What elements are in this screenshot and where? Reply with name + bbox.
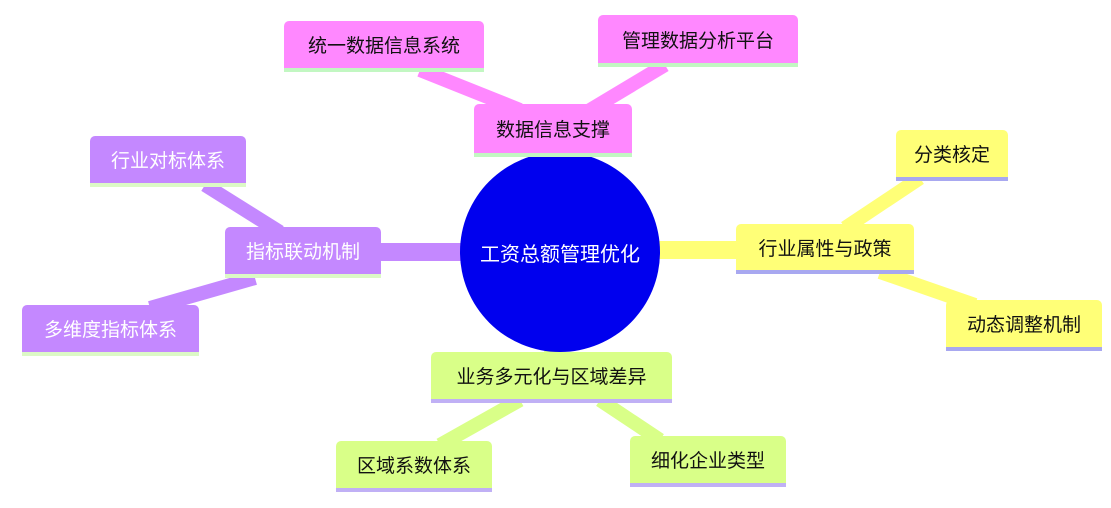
node-label: 管理数据分析平台 <box>621 29 774 52</box>
node-business-diversity[interactable]: 业务多元化与区域差异 <box>431 352 672 403</box>
root-label: 工资总额管理优化 <box>480 241 640 266</box>
node-region-coefficient[interactable]: 区域系数体系 <box>336 441 492 492</box>
edge-indicator-multidim <box>148 271 257 315</box>
node-label: 指标联动机制 <box>245 241 360 263</box>
edge-industry-classify <box>841 172 924 234</box>
node-label: 业务多元化与区域差异 <box>456 366 647 388</box>
node-label: 细化企业类型 <box>650 450 765 472</box>
edge-indicator-benchmark <box>201 179 284 238</box>
edge-data-platform <box>586 58 669 117</box>
node-indicator-linkage[interactable]: 指标联动机制 <box>225 227 381 278</box>
node-classify[interactable]: 分类核定 <box>896 130 1008 181</box>
edge-industry-dynamic <box>877 265 978 312</box>
node-label: 统一数据信息系统 <box>307 35 460 57</box>
edge-business-region <box>436 393 524 452</box>
edge-data-unified <box>417 63 523 117</box>
node-dynamic-adjust[interactable]: 动态调整机制 <box>946 300 1102 351</box>
node-label: 区域系数体系 <box>356 455 471 477</box>
root-node[interactable]: 工资总额管理优化 <box>460 152 660 352</box>
node-enterprise-type[interactable]: 细化企业类型 <box>630 436 786 487</box>
node-label: 动态调整机制 <box>966 314 1081 336</box>
node-industry-policy[interactable]: 行业属性与政策 <box>736 224 914 274</box>
node-industry-benchmark[interactable]: 行业对标体系 <box>90 136 246 187</box>
edge-business-type <box>596 394 664 446</box>
node-multidim-indicators[interactable]: 多维度指标体系 <box>22 305 199 356</box>
node-label: 分类核定 <box>913 144 990 166</box>
node-unified-data-system[interactable]: 统一数据信息系统 <box>284 21 484 72</box>
node-label: 行业对标体系 <box>110 150 225 172</box>
node-data-support[interactable]: 数据信息支撑 <box>474 104 632 157</box>
node-label: 数据信息支撑 <box>495 119 610 141</box>
node-label: 行业属性与政策 <box>758 237 892 260</box>
node-analysis-platform[interactable]: 管理数据分析平台 <box>598 15 798 67</box>
node-label: 多维度指标体系 <box>43 319 177 341</box>
